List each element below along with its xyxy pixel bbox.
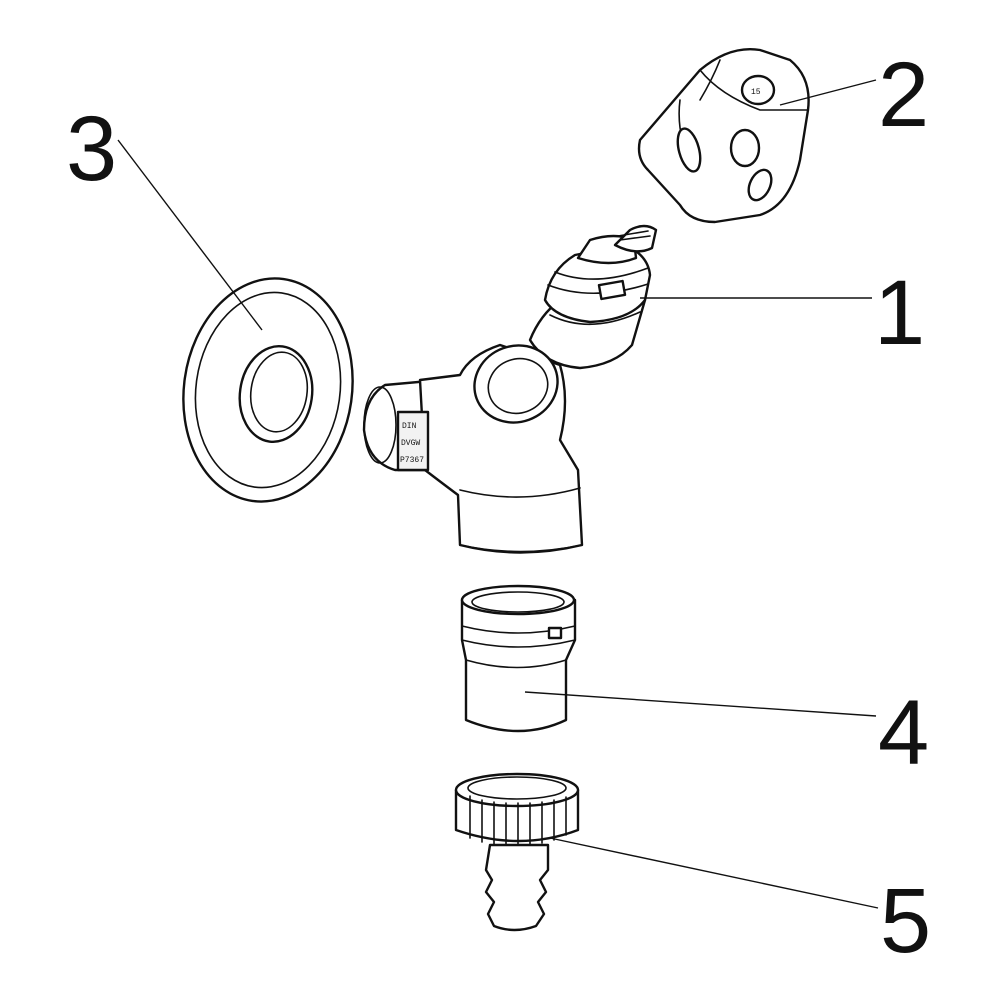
part-2-handle: 15 [637, 48, 810, 224]
leader-lines [117, 79, 879, 909]
part-1-cartridge [528, 224, 658, 370]
part-4-adapter [460, 584, 577, 733]
leader-2 [779, 79, 877, 106]
marking-line-1: DIN [402, 422, 417, 431]
part-3-rosette [182, 277, 354, 503]
leader-4 [524, 691, 877, 717]
callout-2: 2 [878, 44, 929, 146]
callout-4: 4 [878, 682, 929, 784]
part-5-hose-connector [454, 772, 580, 932]
leader-5 [549, 837, 879, 909]
callout-3: 3 [66, 98, 117, 200]
callout-5: 5 [880, 870, 931, 972]
marking-line-2: DVGW [401, 439, 420, 448]
callout-1: 1 [874, 262, 925, 364]
leader-3 [117, 139, 263, 331]
svg-text:15: 15 [751, 88, 761, 97]
callouts: 1 2 3 4 5 [66, 44, 931, 972]
valve-body: DIN DVGW P7367 [362, 343, 584, 554]
marking-line-3: P7367 [400, 456, 424, 465]
